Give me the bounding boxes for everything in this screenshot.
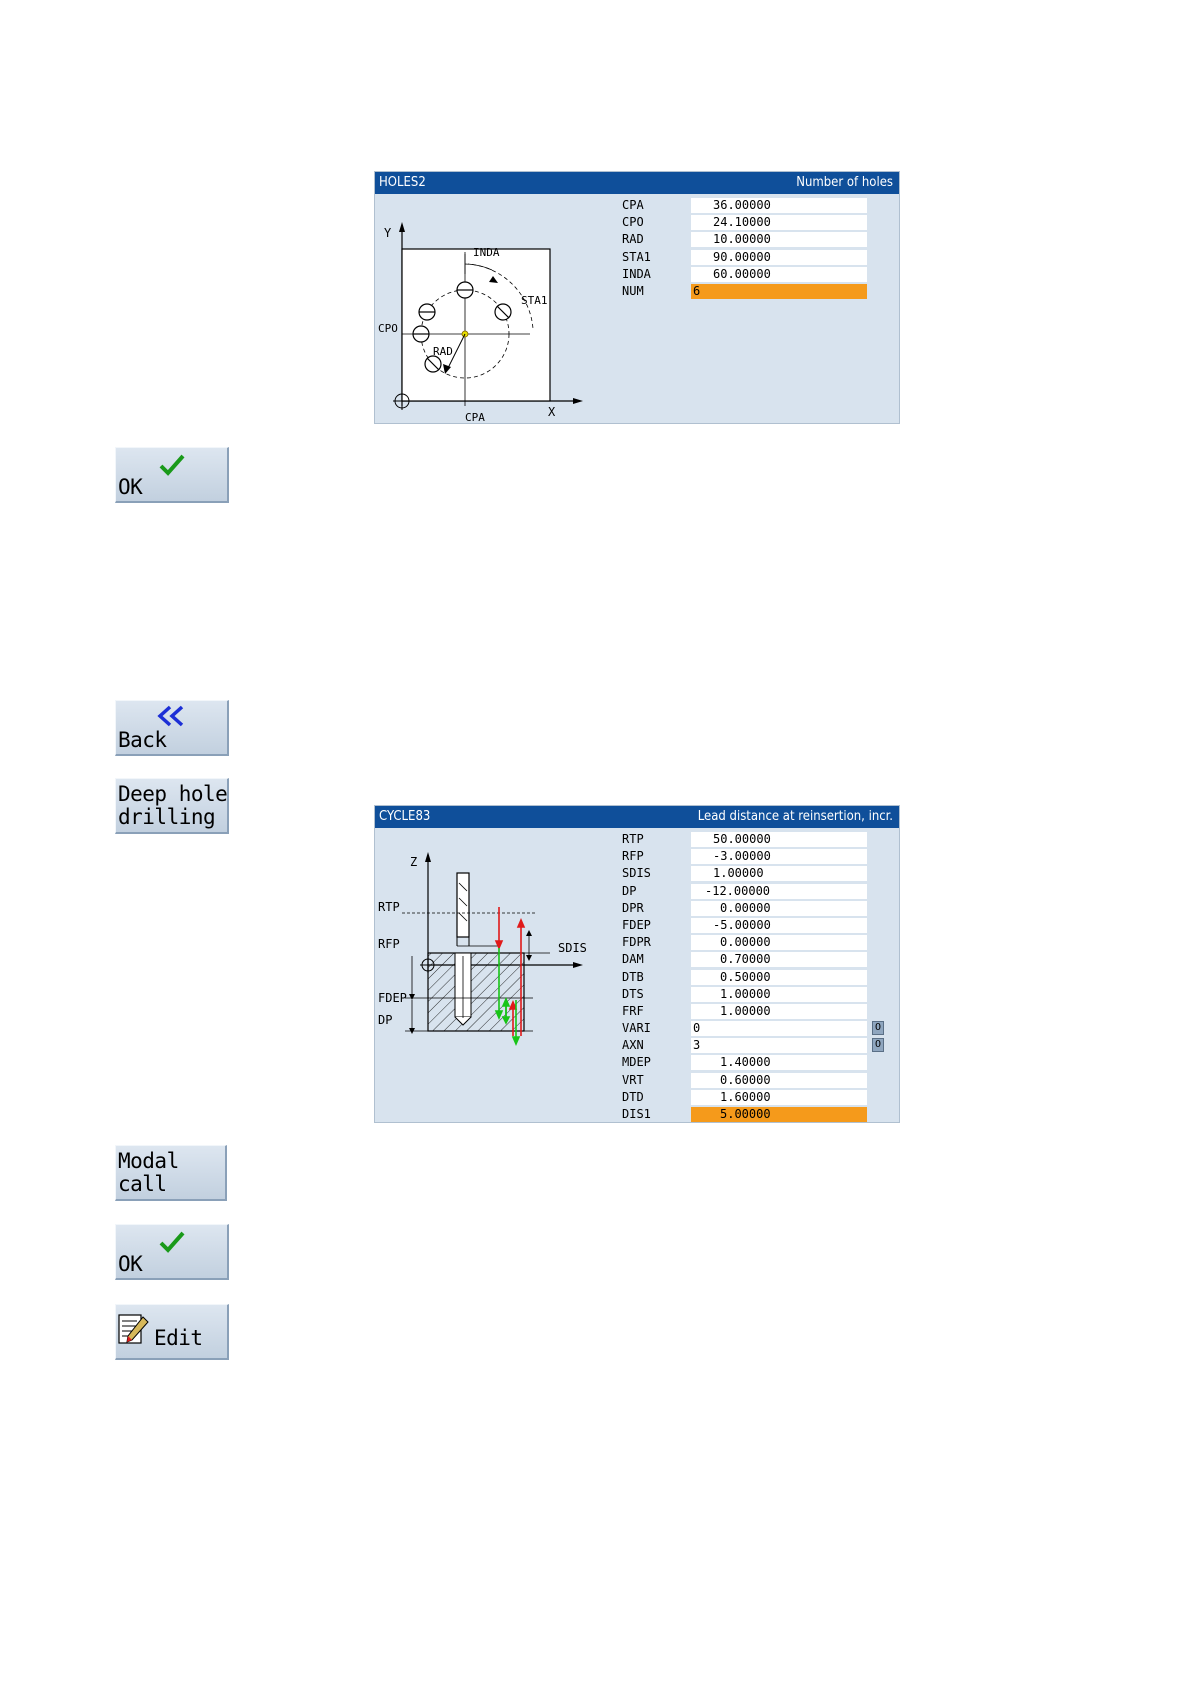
cpo-input[interactable]: 24.10000 [691, 215, 867, 231]
cpa-input[interactable]: 36.00000 [691, 198, 867, 213]
cpo-label: CPO [378, 322, 398, 335]
x-label: X [548, 405, 556, 419]
back-softkey[interactable]: Back [115, 700, 229, 756]
param-name: NUM [622, 283, 644, 298]
rad-input[interactable]: 10.00000 [691, 232, 867, 248]
dam-input[interactable]: 0.70000 [691, 952, 867, 968]
deep-hole-drilling-softkey[interactable]: Deep hole drilling [115, 778, 229, 834]
rapid-traverse-arrows [494, 907, 526, 1036]
ok-softkey-2[interactable]: OK [115, 1224, 229, 1280]
num-input[interactable]: 6 [691, 283, 867, 299]
x-arrow-icon [573, 398, 583, 404]
checkmark-icon [159, 1231, 185, 1253]
holes2-title: HOLES2 [379, 175, 426, 190]
inda-label: INDA [473, 246, 500, 259]
inda-input[interactable]: 60.00000 [691, 266, 867, 282]
sta1-label: STA1 [521, 294, 548, 307]
edit-pencil-icon [118, 1314, 149, 1344]
param-name: VRT [622, 1072, 644, 1087]
edit-label: Edit [154, 1326, 203, 1350]
cycle83-title-bar: CYCLE83 Lead distance at reinsertion, in… [375, 806, 899, 828]
y-arrow-icon [399, 222, 405, 232]
cycle83-panel: CYCLE83 Lead distance at reinsertion, in… [374, 805, 900, 1123]
param-name: DTS [622, 986, 644, 1001]
param-name: DIS1 [622, 1107, 651, 1121]
fdep-label: FDEP [378, 991, 407, 1005]
param-name: CPO [622, 215, 644, 230]
feed-arrows [494, 948, 521, 1047]
param-name: DPR [622, 900, 644, 915]
param-name: AXN [622, 1038, 644, 1053]
axn-input[interactable]: 3 [691, 1038, 867, 1054]
cpa-label: CPA [465, 411, 485, 423]
param-name: STA1 [622, 249, 651, 264]
holes2-field-hint: Number of holes [796, 175, 893, 190]
cycle83-field-hint: Lead distance at reinsertion, incr. [697, 809, 893, 824]
holes-group [412, 281, 512, 373]
double-chevron-left-icon [157, 705, 184, 727]
modal-call-softkey[interactable]: Modal call [115, 1145, 227, 1201]
fdpr-input[interactable]: 0.00000 [691, 935, 867, 951]
sdis-label: SDIS [558, 941, 587, 955]
ok-label: OK [118, 475, 143, 499]
param-name: FDEP [622, 917, 651, 932]
z-arrow-icon [425, 852, 431, 862]
param-name: MDEP [622, 1055, 651, 1070]
param-name: VARI [622, 1021, 651, 1036]
ok-label: OK [118, 1252, 143, 1276]
param-name: INDA [622, 266, 651, 281]
frf-input[interactable]: 1.00000 [691, 1003, 867, 1019]
param-name: FRF [622, 1003, 644, 1018]
vrt-input[interactable]: 0.60000 [691, 1072, 867, 1088]
fdep-input[interactable]: -5.00000 [691, 917, 867, 933]
cycle83-diagram: Z RTP RFP FDEP D [378, 852, 587, 1047]
rfp-label: RFP [378, 937, 400, 951]
axn-toggle-icon[interactable]: O [872, 1038, 884, 1053]
param-name: CPA [622, 198, 644, 212]
holes2-panel: HOLES2 Number of holes Y X CPA CPO INDA … [374, 171, 900, 424]
dtd-input[interactable]: 1.60000 [691, 1089, 867, 1105]
holes2-title-bar: HOLES2 Number of holes [375, 172, 899, 194]
ok-softkey[interactable]: OK [115, 447, 229, 503]
cycle83-title: CYCLE83 [379, 809, 431, 824]
param-name: RTP [622, 832, 644, 846]
holes2-diagram: Y X CPA CPO INDA STA1 [378, 222, 583, 423]
param-name: RFP [622, 849, 644, 864]
vari-toggle-icon[interactable]: O [872, 1021, 884, 1036]
param-name: RAD [622, 232, 644, 247]
param-name: SDIS [622, 866, 651, 881]
param-name: DP [622, 883, 637, 898]
rtp-label: RTP [378, 900, 400, 914]
rtp-input[interactable]: 50.00000 [691, 832, 867, 847]
param-name: DTD [622, 1089, 644, 1104]
dtb-input[interactable]: 0.50000 [691, 969, 867, 985]
checkmark-icon [159, 454, 185, 476]
param-name: DAM [622, 952, 644, 967]
dpr-input[interactable]: 0.00000 [691, 900, 867, 916]
y-label: Y [384, 226, 392, 240]
dis1-input[interactable]: 5.00000 [691, 1107, 867, 1122]
dp-input[interactable]: -12.00000 [691, 883, 867, 899]
dts-input[interactable]: 1.00000 [691, 986, 867, 1002]
vari-input[interactable]: 0 [691, 1021, 867, 1037]
param-name: DTB [622, 969, 644, 984]
back-label: Back [118, 728, 167, 752]
sdis-input[interactable]: 1.00000 [691, 866, 867, 882]
param-name: FDPR [622, 935, 651, 950]
sta1-input[interactable]: 90.00000 [691, 249, 867, 265]
mdep-input[interactable]: 1.40000 [691, 1055, 867, 1071]
deep-hole-drilling-label: Deep hole drilling [118, 782, 228, 829]
edit-softkey[interactable]: Edit [115, 1304, 229, 1360]
dp-label: DP [378, 1013, 392, 1027]
x-arrow-icon [573, 962, 583, 968]
z-label: Z [410, 855, 417, 869]
rad-label: RAD [433, 345, 453, 358]
modal-call-label: Modal call [118, 1149, 179, 1196]
rfp-input[interactable]: -3.00000 [691, 849, 867, 865]
